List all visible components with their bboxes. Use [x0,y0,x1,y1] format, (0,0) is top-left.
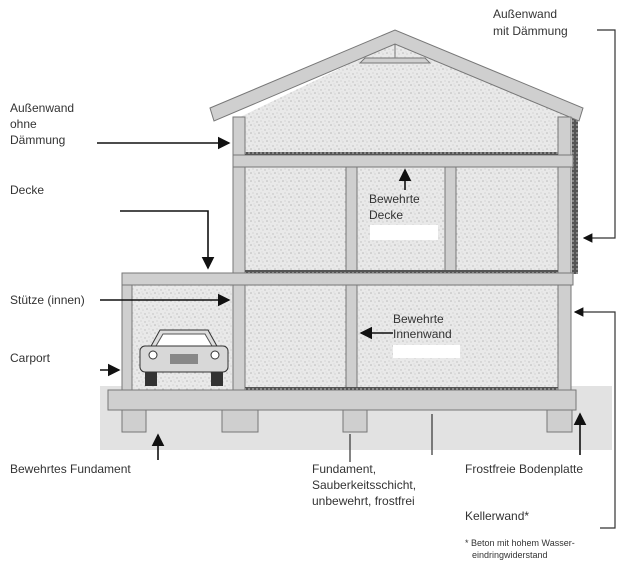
leader-lines [97,29,616,529]
label-aussenwand-mit-daemmung-2: mit Dämmung [493,24,568,38]
label-aussenwand-ohne-daemmung-3: Dämmung [10,133,65,147]
foundations [121,409,573,433]
footnote: * Beton mit hohem Wasser- [465,538,575,548]
label-aussenwand-ohne-daemmung: Außenwand [10,101,74,115]
label-bewehrte-innenwand-2: Innenwand [393,327,452,341]
footnote-2: eindringwiderstand [472,550,548,560]
label-bewehrtes-fundament: Bewehrtes Fundament [10,462,131,476]
label-bewehrte-decke-2: Decke [369,208,403,222]
label-aussenwand-mit-daemmung: Außenwand [493,7,557,21]
label-decke: Decke [10,183,44,197]
label-bodenplatte: Frostfreie Bodenplatte [465,462,583,476]
roof [209,29,584,122]
label-bewehrte-decke: Bewehrte [369,192,420,206]
label-kellerwand: Kellerwand* [465,509,529,523]
label-fundament: Fundament, [312,462,376,476]
car-icon [139,329,229,386]
structure [107,116,577,411]
label-fundament-2: Sauberkeitsschicht, [312,478,416,492]
label-aussenwand-ohne-daemmung-2: ohne [10,117,37,131]
label-stuetze: Stütze (innen) [10,293,85,307]
label-bewehrte-innenwand: Bewehrte [393,312,444,326]
label-carport: Carport [10,351,51,365]
roof-truss [358,57,432,64]
label-fundament-3: unbewehrt, frostfrei [312,494,415,508]
insulation-layer [572,118,578,274]
